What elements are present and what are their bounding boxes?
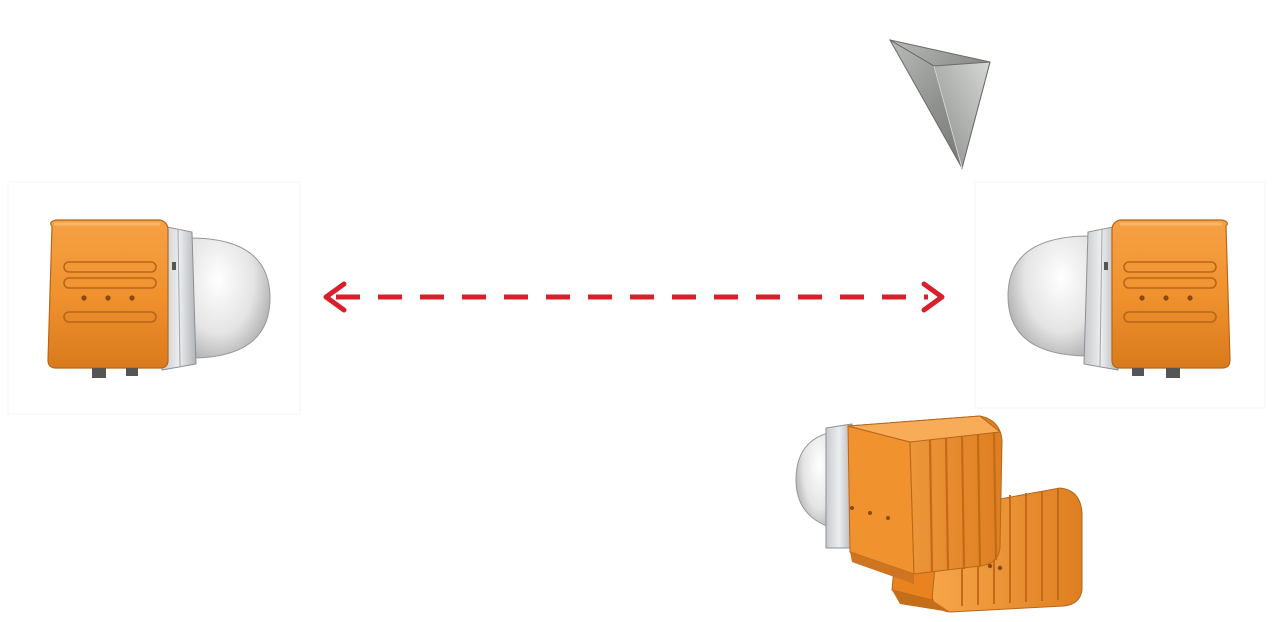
radar-unit-left (7, 181, 301, 415)
corner-reflector (864, 15, 1018, 191)
radar-pair-perspective (795, 415, 1083, 613)
bidirectional-link-arrow (323, 281, 945, 313)
arrowhead-left (323, 281, 347, 313)
radar-unit-right (974, 181, 1266, 409)
arrowhead-right (921, 281, 945, 313)
radar-pair-front-unit (795, 415, 1003, 584)
